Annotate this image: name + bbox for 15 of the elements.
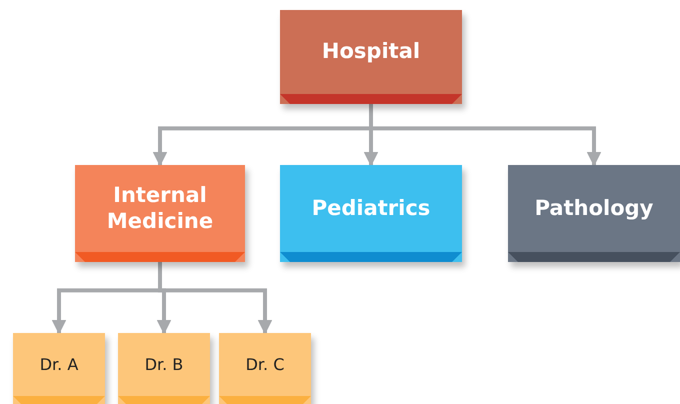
box-label: Pathology xyxy=(534,196,654,222)
box-label: Internal Medicine xyxy=(106,183,214,234)
box-label: Pediatrics xyxy=(312,196,430,222)
org-box xyxy=(219,333,311,404)
org-box xyxy=(280,10,462,104)
org-box xyxy=(280,165,462,262)
org-box xyxy=(118,333,210,404)
org-box xyxy=(13,333,105,404)
box-label: Dr. B xyxy=(144,354,184,374)
box-label: Dr. A xyxy=(40,354,78,374)
box-label: Dr. C xyxy=(246,354,284,374)
box-label: Hospital xyxy=(322,39,420,65)
arrow xyxy=(369,104,602,166)
org-box xyxy=(75,165,245,262)
org-box xyxy=(508,165,680,262)
